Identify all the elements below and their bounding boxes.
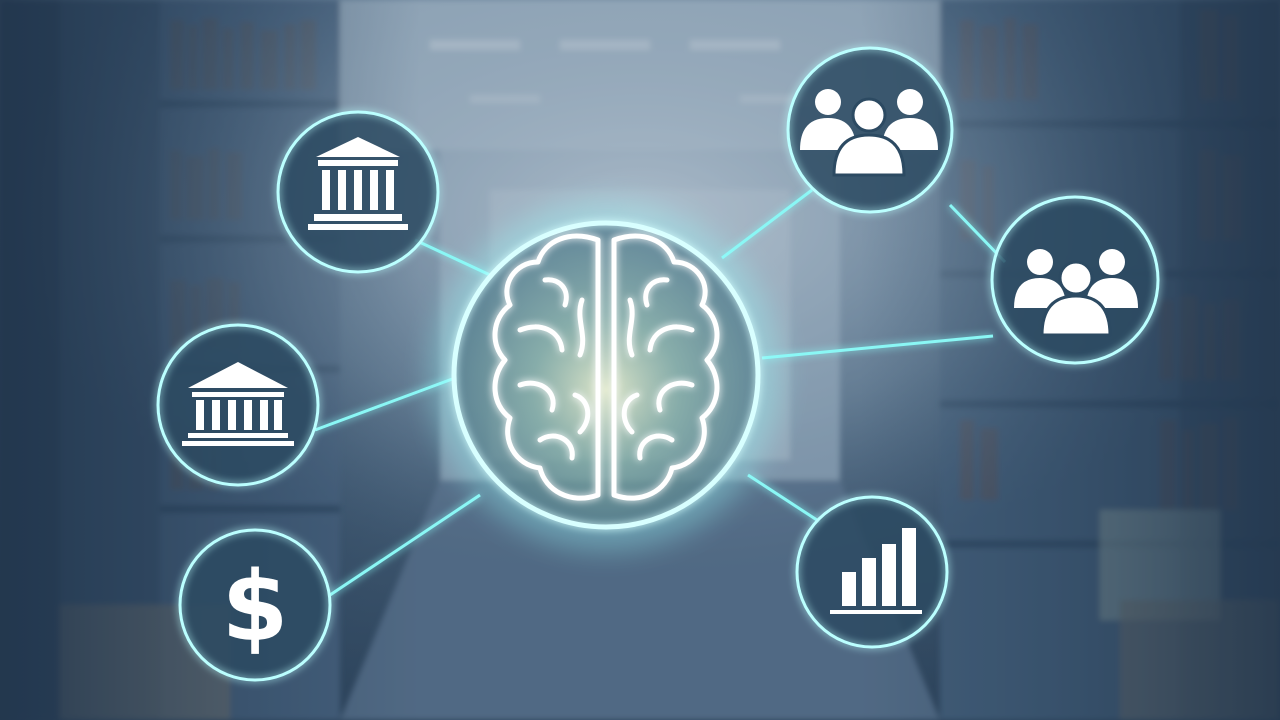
people-group-icon: [800, 89, 938, 177]
bar-chart-icon: [830, 528, 922, 614]
team-node: [990, 195, 1160, 365]
dollar-node: $: [178, 528, 332, 682]
connector-line: [329, 493, 481, 597]
connector-line: [761, 334, 994, 360]
brain-icon: [492, 233, 720, 501]
people-group-node: [786, 46, 954, 214]
connector-line: [747, 473, 821, 524]
dollar-icon: $: [222, 551, 289, 663]
connector-line: [721, 188, 813, 260]
central-brain-node: [431, 200, 781, 550]
team-icon: [1014, 249, 1138, 337]
bank-icon: [182, 362, 294, 446]
bar-chart-node: [795, 495, 949, 649]
bank-node: [156, 323, 320, 487]
institution-node: [276, 110, 440, 274]
institution-icon: [308, 137, 408, 230]
